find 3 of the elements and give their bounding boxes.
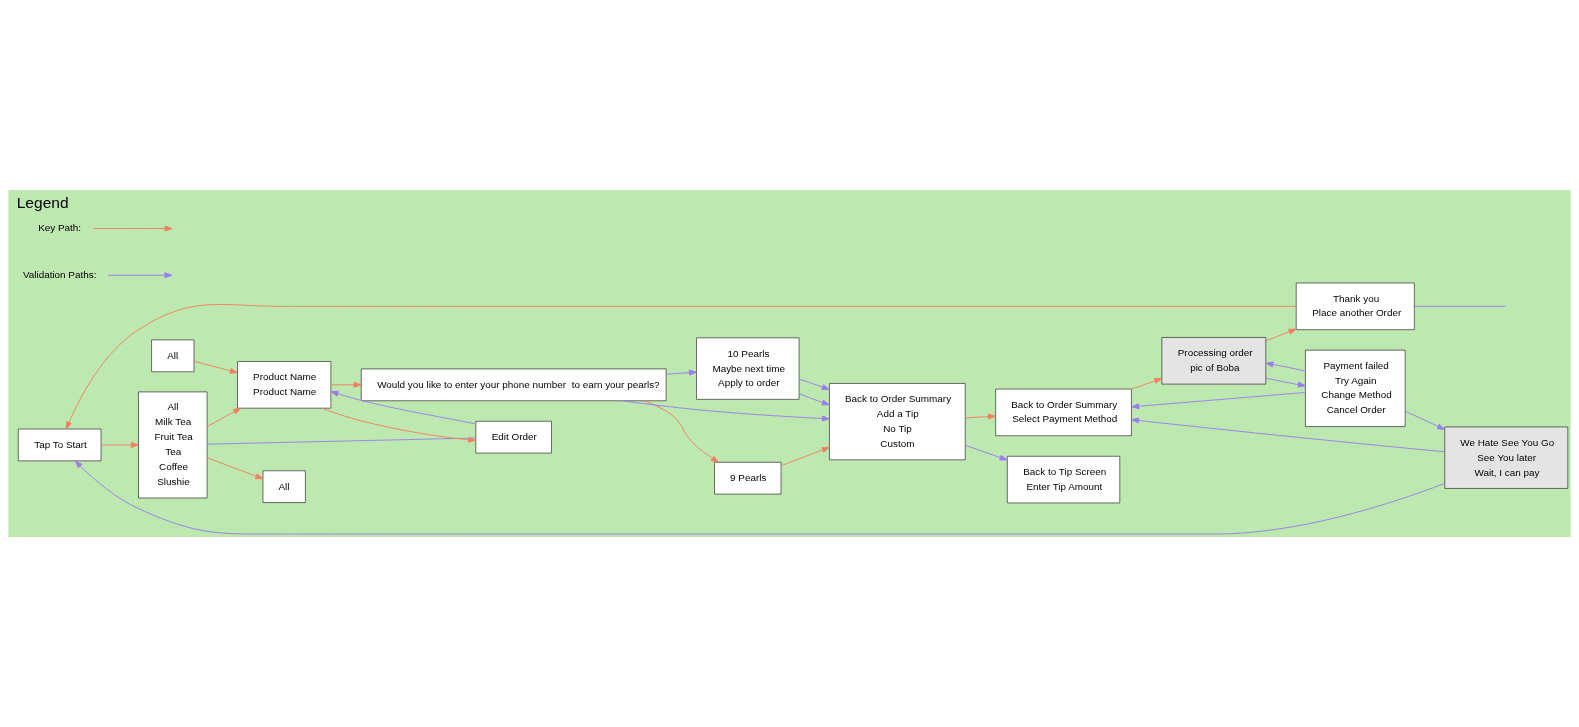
legend-label: Validation Paths: — [22, 268, 97, 280]
diagram-title: Legend — [16, 194, 69, 212]
legend-label: Key Path: — [38, 222, 82, 234]
